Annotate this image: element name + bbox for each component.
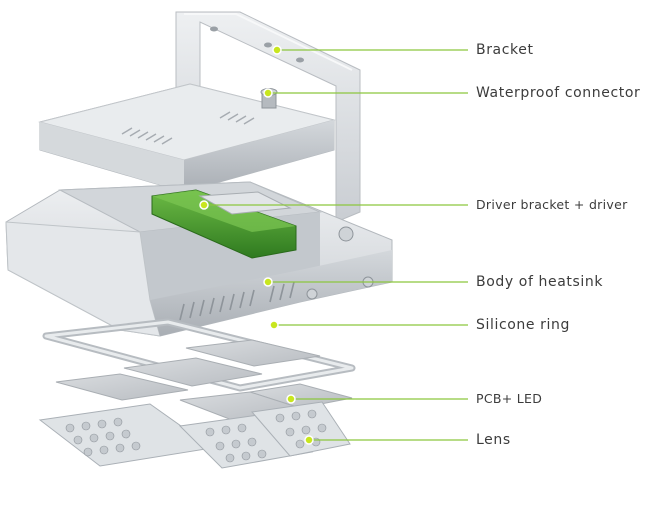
leader-dot-pcb-led bbox=[286, 394, 296, 404]
label-body-of-heatsink: Body of heatsink bbox=[476, 274, 604, 290]
label-silicone-ring: Silicone ring bbox=[476, 317, 570, 333]
leader-dot-bracket bbox=[272, 45, 282, 55]
leader-dot-body-of-heatsink bbox=[263, 277, 273, 287]
label-pcb-led: PCB+ LED bbox=[476, 391, 543, 406]
label-lens: Lens bbox=[476, 432, 511, 448]
label-bracket: Bracket bbox=[476, 42, 534, 58]
leader-dot-silicone-ring bbox=[269, 320, 279, 330]
leader-dot-waterproof-connector bbox=[263, 88, 273, 98]
leader-dot-driver-bracket bbox=[199, 200, 209, 210]
callout-leaders bbox=[199, 45, 468, 445]
leader-dot-lens bbox=[304, 435, 314, 445]
top-cover-part bbox=[38, 83, 336, 193]
label-waterproof-connector: Waterproof connector bbox=[476, 85, 641, 101]
driver-part bbox=[151, 189, 297, 259]
label-driver-bracket: Driver bracket + driver bbox=[476, 197, 628, 212]
lens-part bbox=[38, 401, 351, 469]
